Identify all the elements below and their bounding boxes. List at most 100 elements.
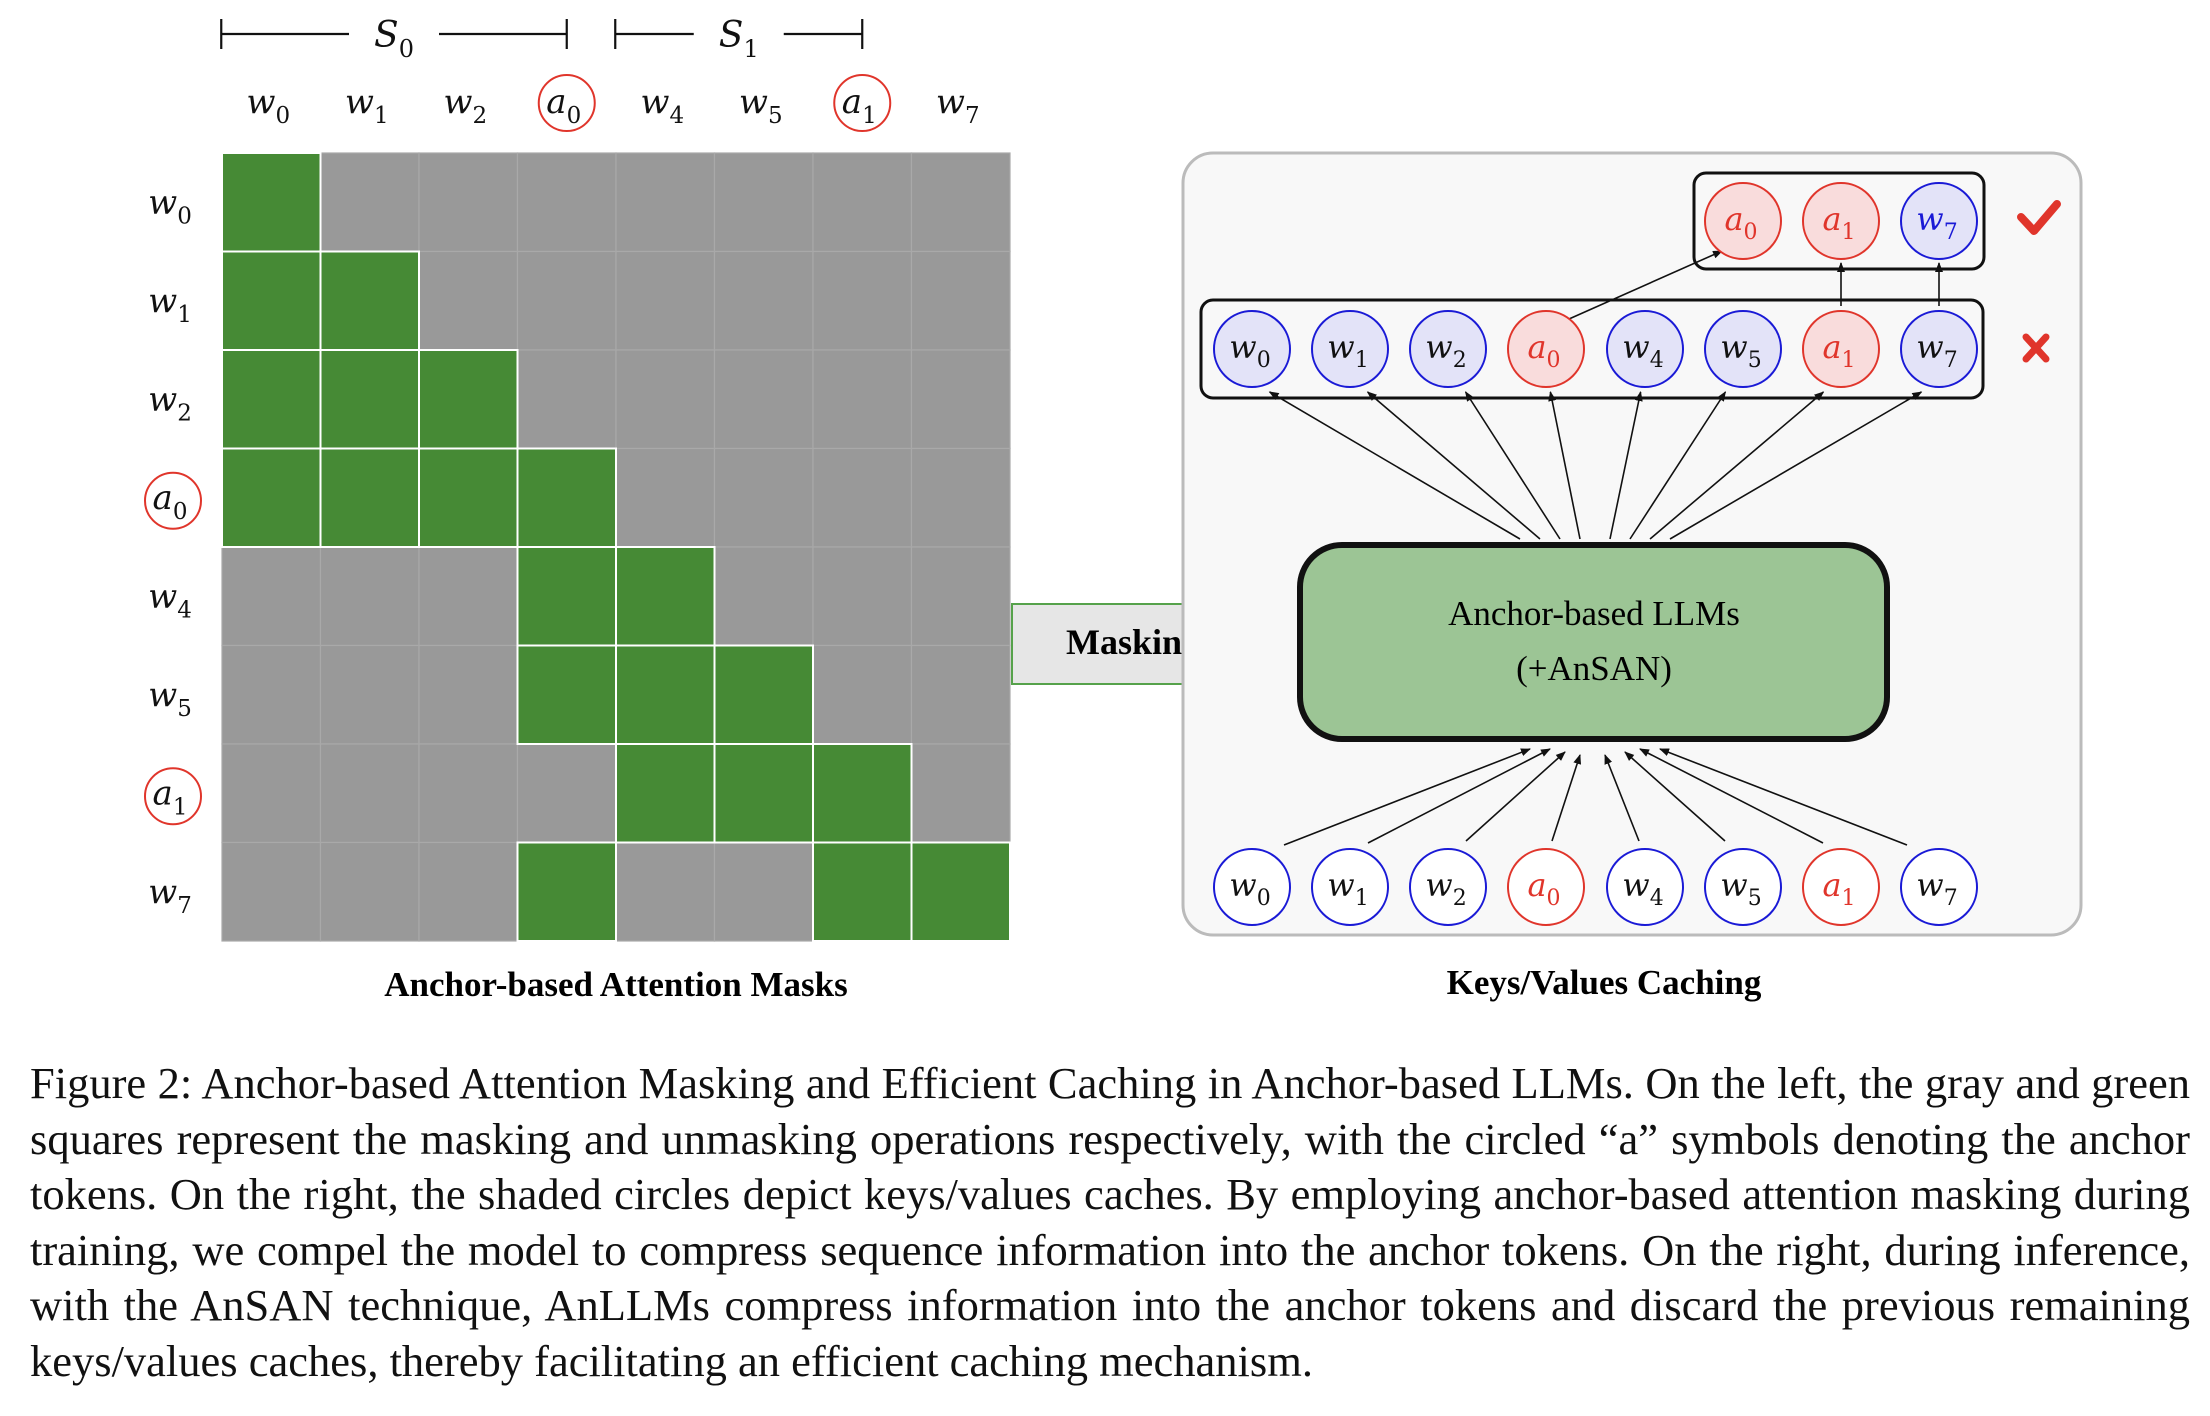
row-token: a0 [153,478,188,525]
masked-cell [615,447,716,548]
kept-token-base: w [1916,200,1943,238]
column-token-sub: 1 [862,103,877,129]
masked-cell [221,841,322,942]
segment-label: S0 [374,15,414,63]
input-token: w1 [1327,866,1368,911]
masked-cell [812,447,913,548]
input-token-circle [1704,848,1782,926]
input-token-base: w [1425,866,1452,904]
segment-label-base: S [374,15,399,56]
input-token-sub: 7 [1944,886,1958,911]
cache-token: w5 [1720,328,1761,373]
cache-token-base: w [1916,328,1943,366]
cache-token-circle [1409,310,1487,388]
row-token: w5 [148,675,192,722]
column-token-sub: 1 [374,103,389,129]
column-token-sub: 0 [567,103,582,129]
cache-token-circle [1213,310,1291,388]
input-token-circle [1409,848,1487,926]
input-token-sub: 1 [1355,886,1369,911]
flow-arrow [1366,391,1541,540]
input-token-sub: 0 [1547,886,1561,911]
input-token-circle [1507,848,1585,926]
unmasked-cell [221,152,322,253]
masked-cell [812,546,913,647]
input-token-circle [1311,848,1389,926]
cache-token-base: w [1720,328,1747,366]
cache-token-circle [1900,310,1978,388]
unmasked-cell [910,841,1011,942]
kept-token-sub: 0 [1744,220,1758,245]
cache-token-base: a [1527,328,1546,366]
unmasked-cell [615,644,716,745]
cross-icon [2022,333,2050,363]
column-token-base: w [246,82,275,122]
cache-token-base: w [1622,328,1649,366]
flow-arrow [1609,391,1643,540]
flow-arrow [1639,748,1824,844]
column-token-sub: 5 [768,103,783,129]
attention-mask-grid [221,152,1011,942]
column-token-sub: 7 [965,103,980,129]
unmasked-cell [516,447,617,548]
input-token-circle [1213,848,1291,926]
masked-cell [319,152,420,253]
input-token-circle [1606,848,1684,926]
column-token: w7 [936,82,980,129]
row-token-base: w [148,675,177,715]
caption-text: Anchor-based Attention Masking and Effic… [30,1058,2190,1386]
cache-token-sub: 7 [1944,348,1958,373]
unmasked-cell [516,546,617,647]
unmasked-cell [516,644,617,745]
unmasked-cell [615,743,716,844]
column-token-base: w [936,82,965,122]
cache-token-sub: 1 [1355,348,1369,373]
masked-cell [221,743,322,844]
cache-token-base: w [1229,328,1256,366]
cache-token: w2 [1425,328,1466,373]
unmasked-cell [221,349,322,450]
cache-token-circle [1311,310,1389,388]
row-token-base: w [148,576,177,616]
input-token-base: w [1916,866,1943,904]
masked-cell [319,841,420,942]
cache-token-circle [1802,310,1880,388]
masked-cell [418,743,519,844]
flow-arrow [1464,391,1561,540]
masked-cell [418,841,519,942]
input-token-base: w [1229,866,1256,904]
input-token: a0 [1527,866,1560,911]
row-token: w2 [148,379,192,426]
column-token: w4 [640,82,684,129]
row-token-base: w [148,281,177,321]
unmasked-cell [221,250,322,351]
masked-cell [812,349,913,450]
masked-cell [910,349,1011,450]
input-token-base: w [1720,866,1747,904]
masked-cell [713,349,814,450]
flow-arrow [1629,391,1727,540]
anchor-circle [144,471,202,530]
unmasked-cell [418,349,519,450]
row-token-sub: 4 [177,597,192,623]
kept-token-circle [1704,182,1782,260]
cache-token-circle [1507,310,1585,388]
kept-token-sub: 1 [1842,220,1856,245]
model-label-line1: Anchor-based LLMs [1448,594,1740,633]
unmasked-cell-border [910,841,1011,942]
flow-arrow [1548,391,1581,540]
column-token-sub: 0 [275,103,290,129]
kept-token: a1 [1822,200,1855,245]
masked-cell [516,152,617,253]
kept-token: w7 [1916,200,1957,245]
cache-token-circle [1704,310,1782,388]
flow-arrow [1268,391,1521,540]
unmasked-cell [319,447,420,548]
row-token-base: w [148,379,177,419]
